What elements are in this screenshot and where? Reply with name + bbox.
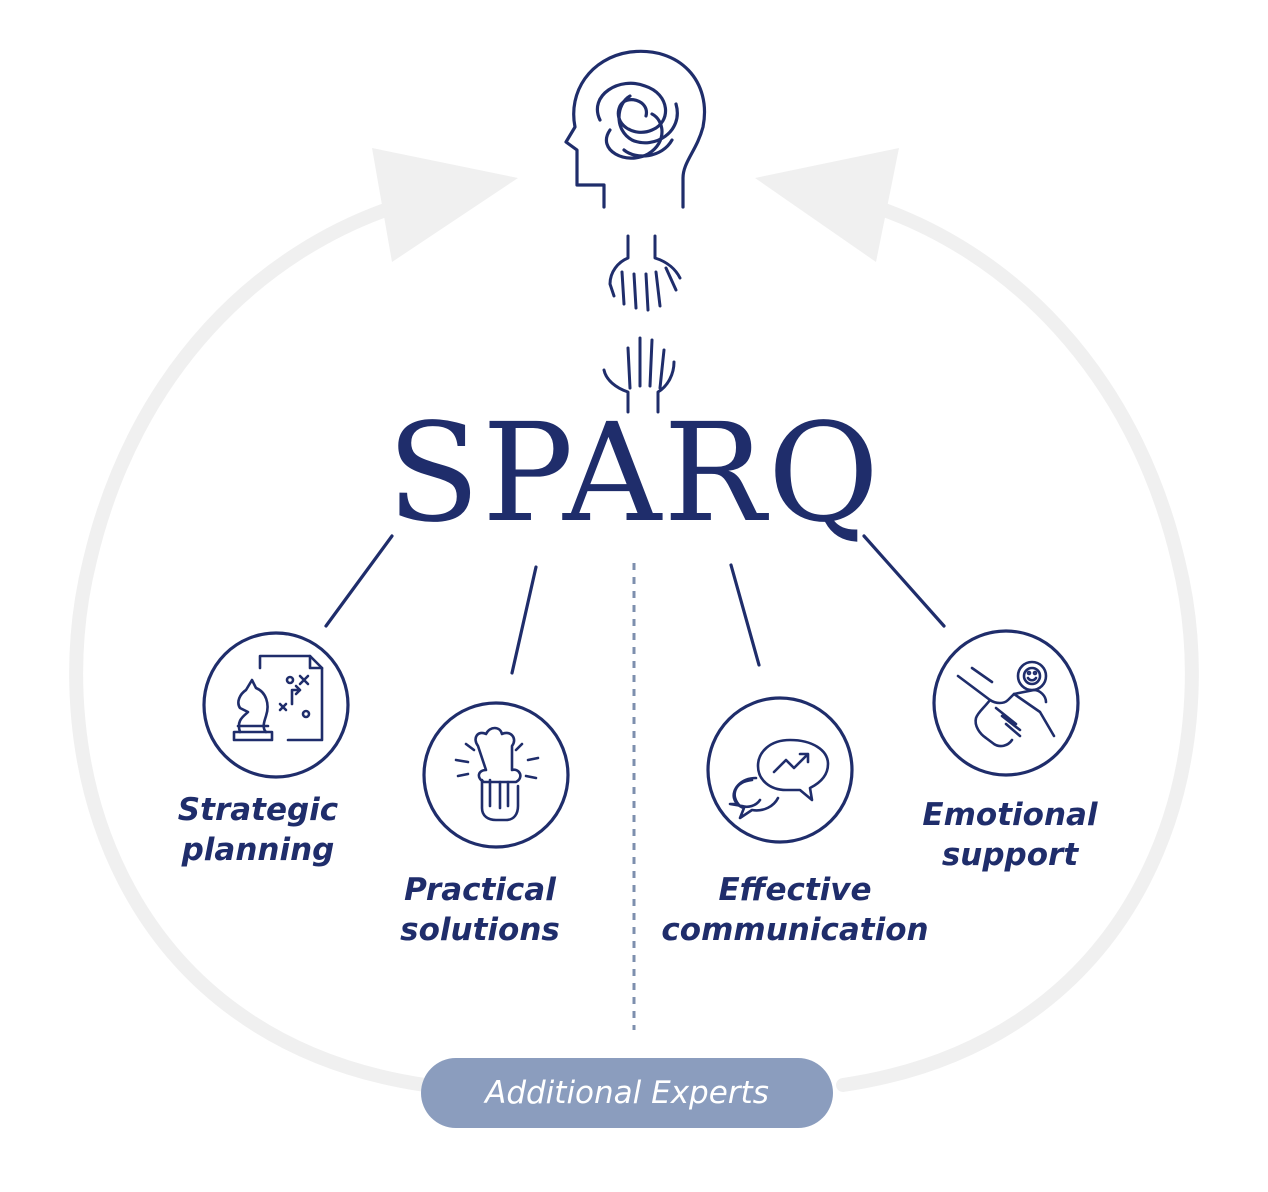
- brand-logo: SPARQ: [386, 395, 882, 553]
- pillar-circle-practical: [422, 701, 570, 849]
- cycle-arrow-left: [69, 198, 432, 1092]
- pillar-label-line: support: [941, 837, 1079, 873]
- pillar-label-line: solutions: [400, 912, 560, 948]
- connector-lines: [324, 534, 946, 675]
- connector-emotional: [862, 534, 946, 628]
- pillar-label-practical: Practical solutions: [370, 870, 590, 950]
- puzzle-hand-icon: [454, 726, 540, 822]
- reaching-hand-up-icon: [602, 336, 676, 414]
- cycle-arrowhead-left: [372, 148, 518, 262]
- pillar-circle-emotional: [932, 629, 1080, 777]
- tangled-head-icon: [564, 49, 706, 209]
- connector-communication: [729, 563, 761, 667]
- pillar-label-strategic: Strategic planning: [148, 790, 368, 870]
- strategy-chess-map-icon: [232, 654, 324, 742]
- chat-bubbles-icon: [728, 738, 830, 820]
- pillar-label-line: Strategic: [177, 792, 339, 828]
- pillar-circle-communication: [706, 696, 854, 844]
- pillar-label-line: Practical: [404, 872, 556, 908]
- reaching-hand-down-icon: [608, 234, 682, 312]
- additional-experts-badge: Additional Experts: [421, 1058, 833, 1128]
- additional-experts-label: Additional Experts: [485, 1075, 769, 1111]
- connector-strategic: [324, 534, 394, 628]
- pillar-label-communication: Effective communication: [650, 870, 940, 950]
- pillar-label-line: Effective: [718, 872, 872, 908]
- pillar-label-line: planning: [181, 832, 335, 868]
- cycle-arrows: [69, 198, 1199, 1092]
- connector-practical: [510, 565, 538, 675]
- pillar-label-emotional: Emotional support: [900, 795, 1120, 875]
- pillar-label-line: communication: [661, 912, 929, 948]
- cycle-arrowhead-right: [755, 148, 899, 262]
- cycle-arrow-right: [836, 198, 1199, 1092]
- pillar-circle-strategic: [202, 631, 350, 779]
- helping-hands-icon: [956, 660, 1056, 748]
- pillar-label-line: Emotional: [922, 797, 1098, 833]
